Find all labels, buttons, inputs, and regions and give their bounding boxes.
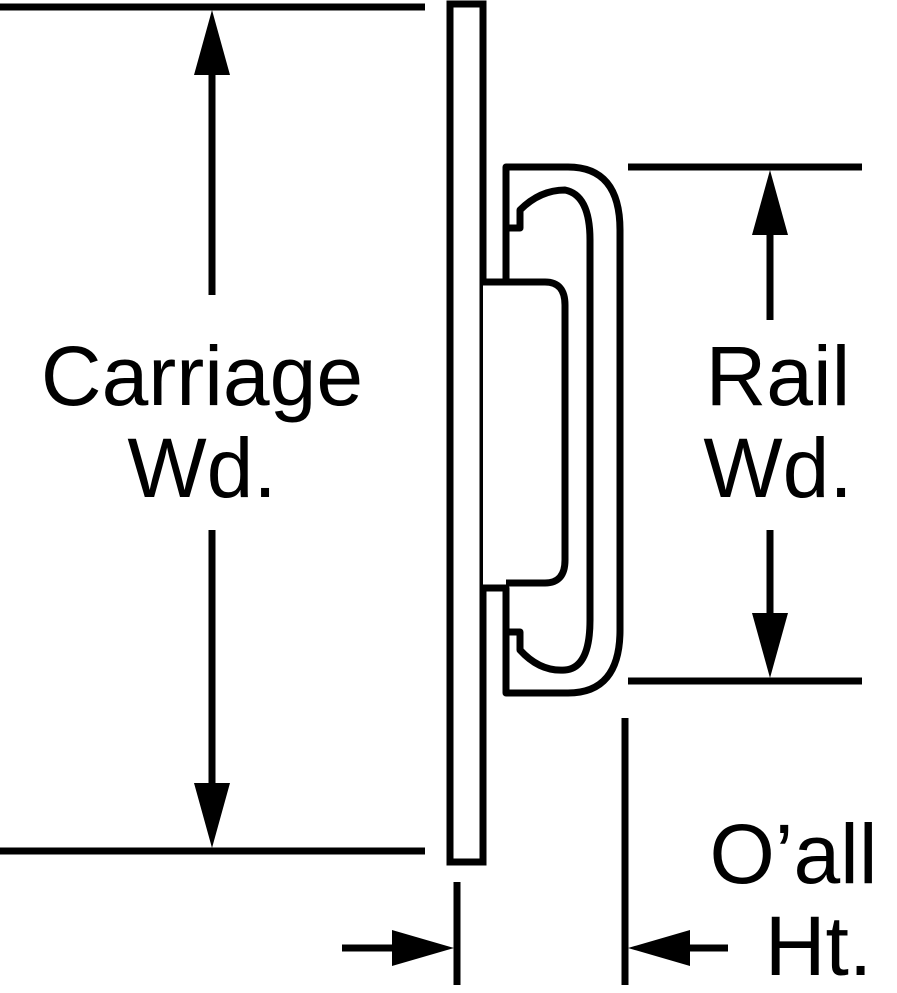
overall-right-arrowhead bbox=[628, 930, 690, 966]
rail-width-label-line1: Rail bbox=[705, 329, 851, 423]
carriage-bottom-arrowhead bbox=[194, 783, 230, 848]
overall-height-label-line1: O’all bbox=[690, 808, 897, 900]
rail-top-arrowhead bbox=[752, 170, 788, 235]
rail-inner-lip bbox=[506, 186, 594, 674]
rail-bottom-arrowhead bbox=[752, 613, 788, 678]
overall-height-label: O’all Ht. bbox=[690, 808, 897, 992]
carriage-top-arrowhead bbox=[194, 10, 230, 75]
rail-width-label-line2: Wd. bbox=[703, 421, 853, 515]
carriage-width-label-line2: Wd. bbox=[127, 421, 277, 515]
carriage-plate bbox=[446, 0, 487, 866]
carriage-width-label: Carriage Wd. bbox=[2, 330, 402, 514]
rail-profile-inner bbox=[506, 278, 569, 587]
overall-height-label-line2: Ht. bbox=[740, 900, 897, 992]
overall-left-arrowhead bbox=[392, 930, 454, 966]
carriage-width-label-line1: Carriage bbox=[40, 329, 364, 423]
rail-width-label: Rail Wd. bbox=[678, 330, 878, 514]
